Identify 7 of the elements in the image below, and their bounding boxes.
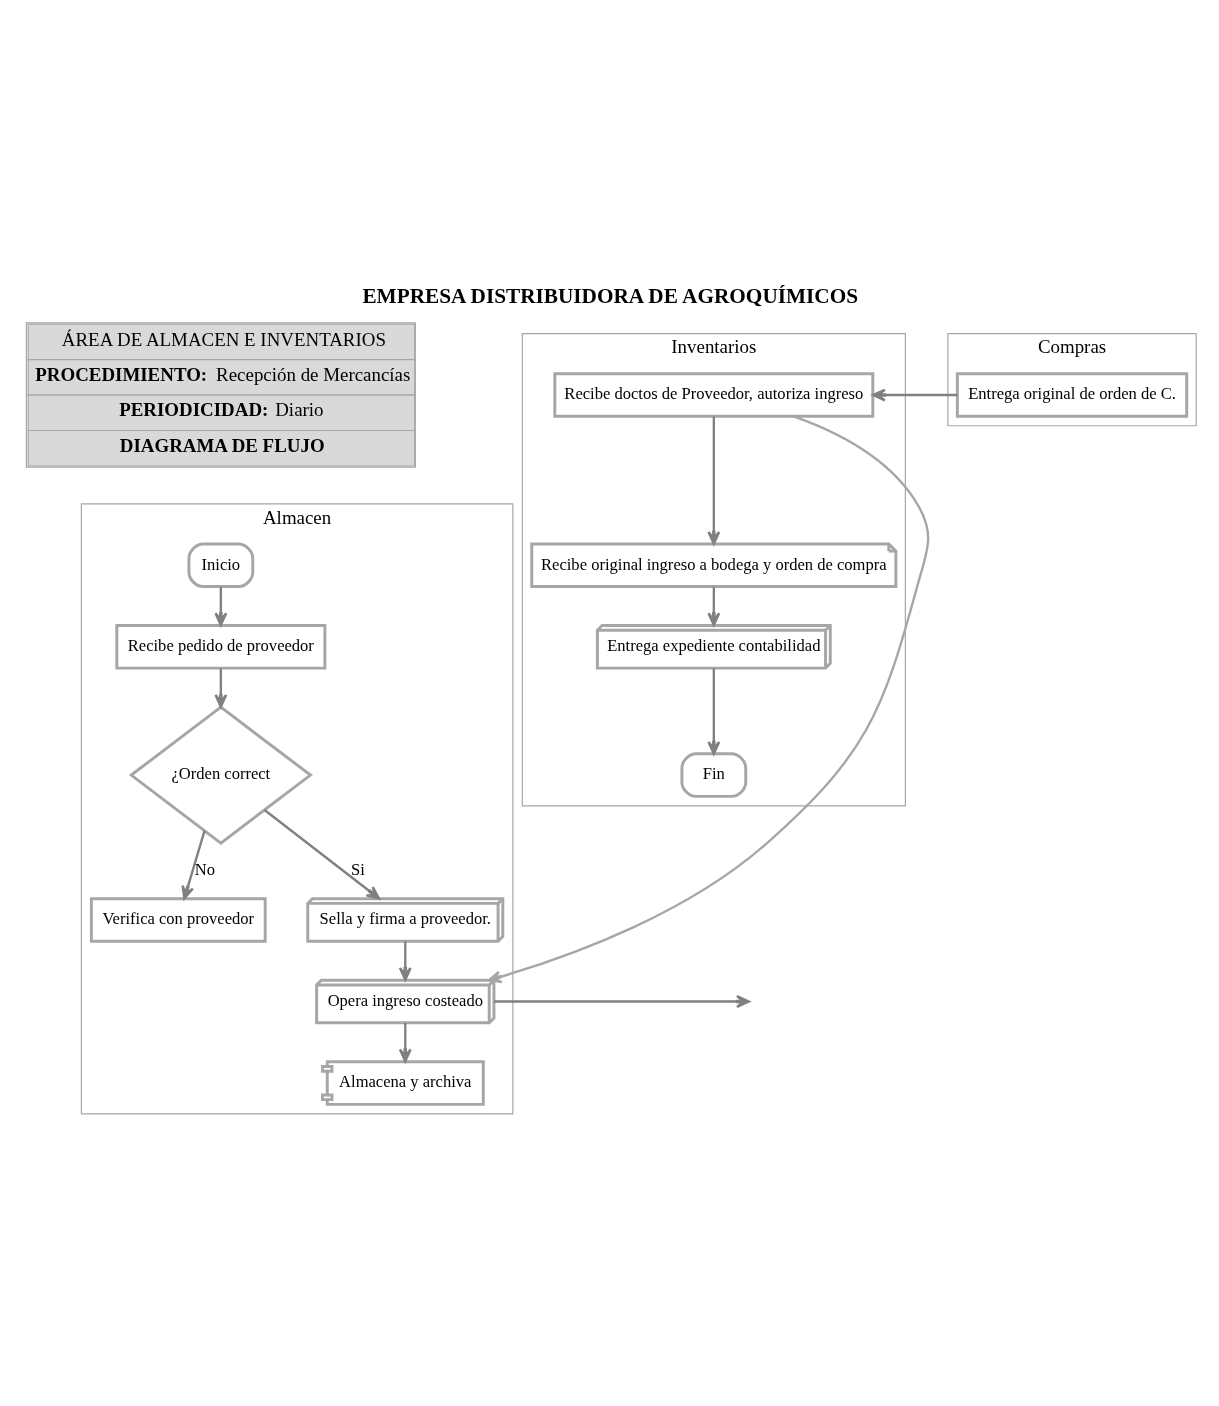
edge-label: Si	[351, 860, 365, 880]
edge-label: No	[194, 860, 216, 880]
diagram-title: EMPRESA DISTRIBUIDORA DE AGROQUÍMICOS	[362, 284, 859, 309]
label: ÁREA DE ALMACEN E INVENTARIOS	[61, 329, 386, 351]
label: PERIODICIDAD: Diario	[119, 399, 324, 421]
label: PROCEDIMIENTO: Recepción de Mercancías	[35, 363, 411, 385]
label: DIAGRAMA DE FLUJO	[119, 434, 325, 456]
